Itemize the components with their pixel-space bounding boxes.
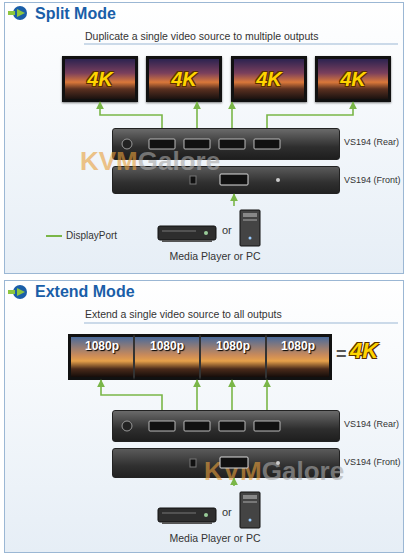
- media-player-icon: [158, 508, 216, 524]
- media-player-icon: [158, 226, 216, 242]
- legend-swatch: [46, 231, 66, 241]
- displayport-cable: [231, 380, 233, 410]
- displayport-cable: [101, 380, 162, 410]
- resolution-label: 4K: [87, 68, 113, 91]
- video-source: orMedia Player or PC: [150, 206, 280, 264]
- device-label: VS194 (Front): [344, 457, 401, 467]
- watermark-group: KVMGalore: [204, 456, 344, 487]
- rear-ports: [122, 421, 280, 431]
- watermark: KVM: [80, 146, 138, 177]
- watermark: KVM: [204, 456, 262, 487]
- rear-ports: [122, 139, 280, 149]
- device-label: VS194 (Rear): [344, 137, 399, 147]
- resolution-label: 1080p: [281, 339, 315, 377]
- monitor-screen: 4K: [231, 56, 307, 102]
- watermark: Galore: [138, 146, 220, 177]
- monitor-screen: 4K: [62, 56, 138, 102]
- device-rear: VS194 (Rear): [112, 410, 340, 442]
- front-ports: [190, 457, 280, 468]
- resolution-result: 4K: [350, 338, 378, 364]
- monitor-screen: 4K: [146, 56, 222, 102]
- displayport-cable: [233, 194, 235, 206]
- mode-panel: Extend ModeExtend a single video source …: [4, 280, 404, 553]
- heading-rule: [84, 44, 398, 45]
- displayport-cable: [196, 380, 198, 410]
- displayport-cable: [100, 102, 162, 128]
- heading-icon: [8, 6, 27, 20]
- device-label: VS194 (Rear): [344, 419, 399, 429]
- or-text: or: [222, 506, 232, 518]
- mode-description: Duplicate a single video source to multi…: [85, 30, 318, 42]
- displayport-cable: [231, 102, 233, 128]
- resolution-label: 4K: [340, 68, 366, 91]
- mode-panel: Split ModeDuplicate a single video sourc…: [4, 2, 404, 274]
- mode-description: Extend a single video source to all outp…: [85, 308, 282, 320]
- mode-heading: Extend Mode: [35, 283, 135, 301]
- displayport-cable: [267, 102, 353, 128]
- video-wall-panel: 1080p: [266, 334, 332, 380]
- resolution-label: 1080p: [216, 339, 250, 377]
- or-text: or: [222, 224, 232, 236]
- pc-tower-icon: [240, 492, 260, 528]
- resolution-label: 1080p: [85, 339, 119, 377]
- legend-row: DisplayPort: [46, 230, 117, 241]
- video-wall-panel: 1080p: [68, 334, 134, 380]
- heading-rule: [84, 323, 398, 324]
- video-wall-panel: 1080p: [200, 334, 266, 380]
- watermark-group: KVMGalore: [80, 146, 220, 177]
- watermark: Galore: [262, 456, 344, 487]
- resolution-label: 4K: [256, 68, 282, 91]
- resolution-label: 4K: [171, 68, 197, 91]
- heading-icon: [8, 285, 27, 299]
- displayport-cable: [233, 478, 235, 486]
- mode-heading: Split Mode: [35, 5, 116, 23]
- source-caption: Media Player or PC: [150, 532, 280, 544]
- legend-text: DisplayPort: [66, 230, 117, 241]
- video-wall-panel: 1080p: [134, 334, 200, 380]
- front-ports: [190, 174, 280, 185]
- displayport-cable: [196, 102, 198, 128]
- video-source: orMedia Player or PC: [150, 486, 280, 548]
- device-label: VS194 (Front): [344, 175, 401, 185]
- displayport-cable: [266, 380, 268, 410]
- source-caption: Media Player or PC: [150, 250, 280, 262]
- monitor-screen: 4K: [315, 56, 391, 102]
- resolution-label: 1080p: [150, 339, 184, 377]
- legend-sample: [46, 236, 62, 237]
- pc-tower-icon: [240, 210, 260, 246]
- equals-sign: =: [336, 344, 347, 365]
